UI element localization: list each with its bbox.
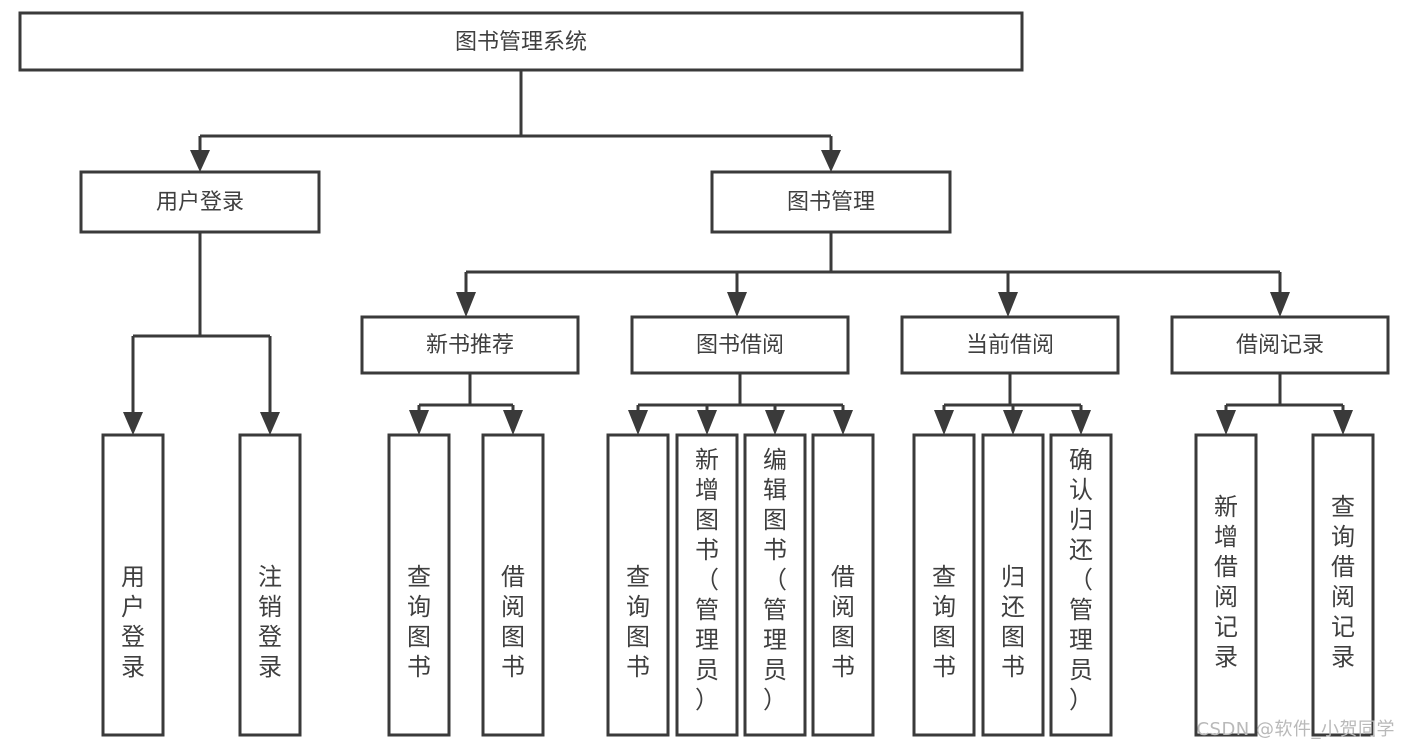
node-leaf-query-book-borrow[interactable]: 查询图书: [606, 433, 670, 737]
node-root[interactable]: 图书管理系统: [18, 11, 1024, 72]
node-leaf-borrow-book-rec-box[interactable]: [481, 433, 545, 737]
arrow-to-leaf-user-login: [123, 412, 143, 435]
node-leaf-query-borrow-record-label: 查询借阅记录: [1331, 493, 1355, 671]
node-current-borrow-label: 当前借阅: [966, 333, 1054, 358]
node-root-box[interactable]: [18, 11, 1024, 72]
node-leaf-add-borrow-record-box[interactable]: [1194, 433, 1258, 737]
node-leaf-add-borrow-record-label: 新增借阅记录: [1214, 493, 1238, 671]
node-leaf-query-book-current[interactable]: 查询图书: [912, 433, 976, 737]
arrow-to-borrow-records: [1270, 292, 1290, 317]
arrow-to-leaf-logout: [260, 412, 280, 435]
connector-layer: [123, 70, 1353, 435]
node-leaf-logout-box[interactable]: [238, 433, 302, 737]
node-leaf-return-book-box[interactable]: [981, 433, 1045, 737]
node-leaf-query-book-rec-box[interactable]: [387, 433, 451, 737]
node-leaf-user-login-box[interactable]: [101, 433, 165, 737]
node-borrow-records-label: 借阅记录: [1236, 333, 1324, 358]
node-leaf-user-login-label: 用户登录: [121, 563, 145, 681]
node-leaf-borrow-book[interactable]: 借阅图书: [811, 433, 875, 737]
node-leaf-query-borrow-record[interactable]: 查询借阅记录: [1311, 433, 1375, 737]
arrow-root-to-user-login: [190, 150, 210, 172]
node-leaf-borrow-book-label: 借阅图书: [831, 563, 855, 681]
node-leaf-query-book-current-label: 查询图书: [932, 563, 956, 681]
arrow-to-leaf-borrow-book-2: [833, 410, 853, 435]
node-leaf-confirm-return-box[interactable]: [1049, 433, 1113, 737]
node-leaf-confirm-return[interactable]: 确认归还（管理员）: [1049, 433, 1113, 737]
node-leaf-query-book-rec[interactable]: 查询图书: [387, 433, 451, 737]
node-book-management[interactable]: 图书管理: [710, 170, 952, 234]
arrow-to-leaf-add-record: [1216, 410, 1236, 435]
arrow-to-leaf-query-book-3: [934, 410, 954, 435]
node-leaf-borrow-book-box[interactable]: [811, 433, 875, 737]
node-borrow-records[interactable]: 借阅记录: [1170, 315, 1390, 375]
node-leaf-return-book-label: 归还图书: [1001, 563, 1025, 681]
node-leaf-edit-book-label: 编辑图书（管理员）: [763, 446, 787, 714]
arrow-to-new-book-rec: [456, 292, 476, 317]
arrow-to-leaf-return-book: [1003, 410, 1023, 435]
node-leaf-logout-label: 注销登录: [258, 563, 282, 681]
node-leaf-add-book[interactable]: 新增图书（管理员）: [675, 433, 739, 737]
node-new-book-recommend[interactable]: 新书推荐: [360, 315, 580, 375]
node-book-management-box[interactable]: [710, 170, 952, 234]
node-borrow-records-box[interactable]: [1170, 315, 1390, 375]
node-new-book-recommend-label: 新书推荐: [426, 333, 514, 358]
node-book-management-label: 图书管理: [787, 190, 875, 215]
node-leaf-confirm-return-label: 确认归还（管理员）: [1069, 446, 1093, 714]
node-leaf-add-book-box[interactable]: [675, 433, 739, 737]
arrow-to-book-borrow: [727, 292, 747, 317]
node-leaf-query-book-current-box[interactable]: [912, 433, 976, 737]
node-leaf-query-book-rec-label: 查询图书: [407, 563, 431, 681]
arrow-to-leaf-add-book: [697, 410, 717, 435]
arrow-to-leaf-borrow-book-1: [503, 410, 523, 435]
arrow-to-leaf-query-book-1: [409, 410, 429, 435]
arrow-to-leaf-edit-book: [765, 410, 785, 435]
arrow-to-leaf-query-book-2: [628, 410, 648, 435]
arrow-to-leaf-confirm-return: [1071, 410, 1091, 435]
arrow-to-leaf-query-record: [1333, 410, 1353, 435]
node-leaf-query-book-borrow-box[interactable]: [606, 433, 670, 737]
node-book-borrow-box[interactable]: [630, 315, 850, 375]
node-user-login[interactable]: 用户登录: [79, 170, 321, 234]
node-book-borrow[interactable]: 图书借阅: [630, 315, 850, 375]
node-new-book-recommend-box[interactable]: [360, 315, 580, 375]
node-leaf-add-borrow-record[interactable]: 新增借阅记录: [1194, 433, 1258, 737]
node-leaf-return-book[interactable]: 归还图书: [981, 433, 1045, 737]
node-leaf-edit-book[interactable]: 编辑图书（管理员）: [743, 433, 807, 737]
node-current-borrow[interactable]: 当前借阅: [900, 315, 1120, 375]
node-leaf-query-book-borrow-label: 查询图书: [626, 563, 650, 681]
arrow-to-current-borrow: [998, 292, 1018, 317]
node-book-borrow-label: 图书借阅: [696, 333, 784, 358]
node-leaf-add-book-label: 新增图书（管理员）: [695, 446, 719, 714]
node-leaf-edit-book-box[interactable]: [743, 433, 807, 737]
arrow-root-to-book-mgmt: [821, 150, 841, 172]
node-leaf-query-borrow-record-box[interactable]: [1311, 433, 1375, 737]
node-leaf-user-login[interactable]: 用户登录: [101, 433, 165, 737]
node-root-label: 图书管理系统: [455, 30, 587, 55]
node-leaf-borrow-book-rec[interactable]: 借阅图书: [481, 433, 545, 737]
node-user-login-label: 用户登录: [156, 190, 244, 215]
node-user-login-box[interactable]: [79, 170, 321, 234]
node-current-borrow-box[interactable]: [900, 315, 1120, 375]
node-leaf-logout[interactable]: 注销登录: [238, 433, 302, 737]
node-leaf-borrow-book-rec-label: 借阅图书: [501, 563, 525, 681]
